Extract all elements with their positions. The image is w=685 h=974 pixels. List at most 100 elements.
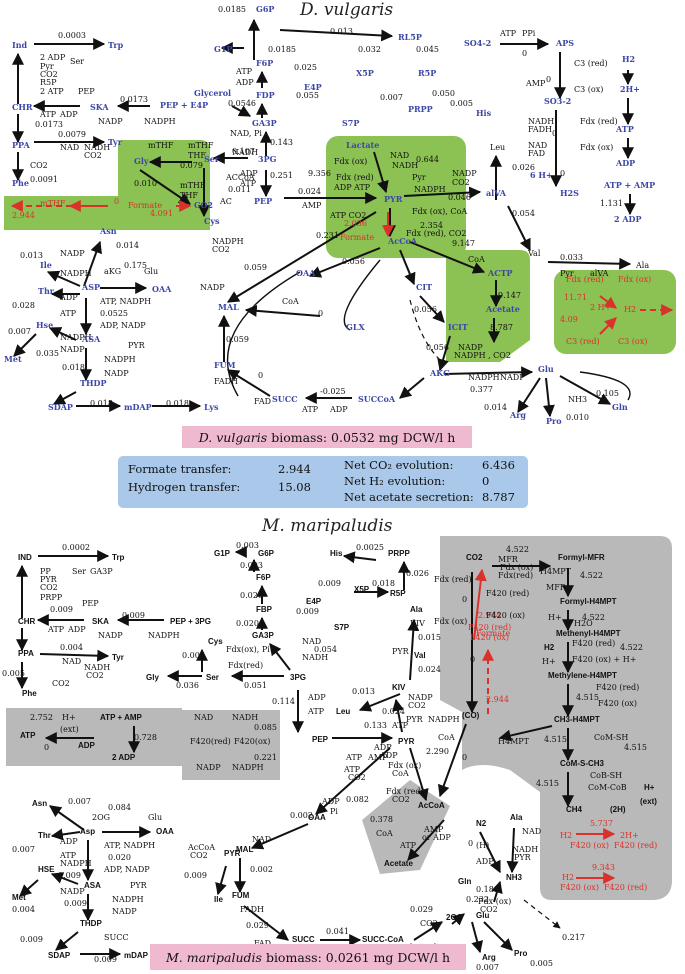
summary-label: Net H₂ evolution: [344, 474, 446, 488]
network-label: Gly [134, 156, 149, 166]
network-label: F420 (red) [596, 683, 639, 692]
network-label: ATP, NADPH [99, 297, 151, 306]
network-label: NADPH [60, 269, 92, 278]
network-label: 0.133 [364, 721, 387, 730]
network-label: 0.018 [166, 399, 189, 408]
network-label: 0.025 [294, 63, 317, 72]
network-label: ADP [67, 625, 86, 634]
network-label: IND [18, 553, 32, 562]
network-label: 0.107 [232, 147, 255, 156]
network-label: F420 (ox) [560, 883, 599, 892]
network-label: PYR [392, 647, 410, 656]
network-label: Met [12, 893, 26, 902]
network-label: NADPH [414, 185, 446, 194]
network-label: SO3-2 [544, 96, 571, 106]
network-label: 0.0185 [268, 45, 296, 54]
network-label: 0.217 [562, 933, 585, 942]
dv-summary-panel: Formate transfer: 2.944 Hydrogen transfe… [118, 456, 528, 508]
network-label: ATP [47, 625, 65, 634]
network-label: AcCoA [187, 843, 215, 852]
network-label: NADPH [428, 715, 460, 724]
network-label: ATP [343, 765, 361, 774]
network-label: H+ [548, 613, 562, 622]
network-label: H2O [574, 619, 593, 628]
network-label: NADP [60, 887, 85, 896]
network-label: ATP [39, 110, 57, 119]
network-label: 0.056 [342, 257, 365, 266]
network-label: -0.025 [320, 387, 346, 396]
network-label: THDP [80, 378, 106, 388]
network-label: ASA [84, 881, 101, 890]
network-label: SO4-2 [464, 38, 491, 48]
network-label: 0.114 [272, 697, 295, 706]
network-label: AMP [525, 79, 546, 88]
network-label: AMP [367, 753, 388, 762]
network-label: Fdx (red) [336, 173, 374, 182]
network-label: AMP [423, 825, 444, 834]
network-label: H+ [542, 657, 556, 666]
network-label: H4MPT [498, 737, 530, 746]
network-label: F6P [256, 58, 273, 68]
network-label: 0.056 [414, 305, 437, 314]
network-label: ATP [399, 841, 417, 850]
network-label: Fdx(ox), Pi [226, 645, 270, 654]
network-label: NADPH [60, 333, 92, 342]
network-label: Val [414, 651, 426, 660]
network-label: 0.0091 [30, 175, 58, 184]
network-label: CoB-SH [590, 771, 622, 780]
network-label: Formyl-MFR [558, 553, 605, 562]
network-label: 0.018 [62, 363, 85, 372]
network-label: 0.018 [90, 399, 113, 408]
network-label: 0 [462, 753, 467, 762]
network-label: 0.0025 [356, 543, 384, 552]
network-label: 0.378 [370, 815, 393, 824]
network-label: 3PG [290, 673, 306, 682]
network-label: 0.007 [12, 845, 35, 854]
network-label: CoA [392, 769, 409, 778]
network-label: PEP [82, 599, 99, 608]
network-label: APS [555, 38, 574, 48]
network-label: aKG [104, 267, 121, 276]
network-label: ACCoA [225, 173, 255, 182]
network-label: Ser [206, 673, 219, 682]
network-label: 0.084 [108, 803, 131, 812]
network-label: 0.005 [450, 99, 473, 108]
network-label: F420 (red) [572, 639, 615, 648]
network-label: MFR [498, 555, 519, 564]
network-label: H+ [644, 783, 655, 792]
network-label: His [330, 549, 343, 558]
network-label: CO2 [40, 583, 58, 592]
network-label: Pro [514, 949, 527, 958]
network-label: Fdx (red), CO2 [406, 229, 467, 238]
network-label: 0.085 [254, 723, 277, 732]
network-label: CoM-CoB [588, 783, 627, 792]
network-label: 0.004 [60, 643, 83, 652]
network-label: Methenyl-H4MPT [556, 629, 621, 638]
network-label: 2 ADP [614, 214, 642, 224]
dv-biomass-banner: D. vulgaris biomass: 0.0532 mg DCW/l h [182, 426, 472, 448]
network-label: ADP [307, 693, 326, 702]
network-label: 4.515 [544, 735, 567, 744]
network-label: CO2 [408, 701, 426, 710]
network-label: SUCC [272, 394, 298, 404]
network-label: NAD [390, 151, 409, 160]
network-label: PP [40, 567, 51, 576]
network-label: F420 (ox) + H+ [572, 655, 636, 664]
network-label: 0.050 [432, 89, 455, 98]
network-label: 0.0002 [62, 543, 90, 552]
network-label: FADH [240, 905, 264, 914]
network-label: Pyr [560, 269, 574, 278]
network-label: alVA [590, 269, 609, 278]
network-label: Pyr [40, 62, 54, 71]
network-label: FAD [254, 939, 271, 948]
network-label: 0.009 [64, 899, 87, 908]
network-label: NAD [252, 835, 271, 844]
network-label: NADP [500, 373, 525, 382]
network-label: 0.028 [12, 301, 35, 310]
network-label: Fdx (ox) [388, 761, 421, 770]
network-label: KIV [392, 683, 406, 692]
network-label: NADH [232, 148, 258, 157]
network-label: GLX [346, 322, 365, 332]
network-label: mTHF [40, 199, 66, 208]
